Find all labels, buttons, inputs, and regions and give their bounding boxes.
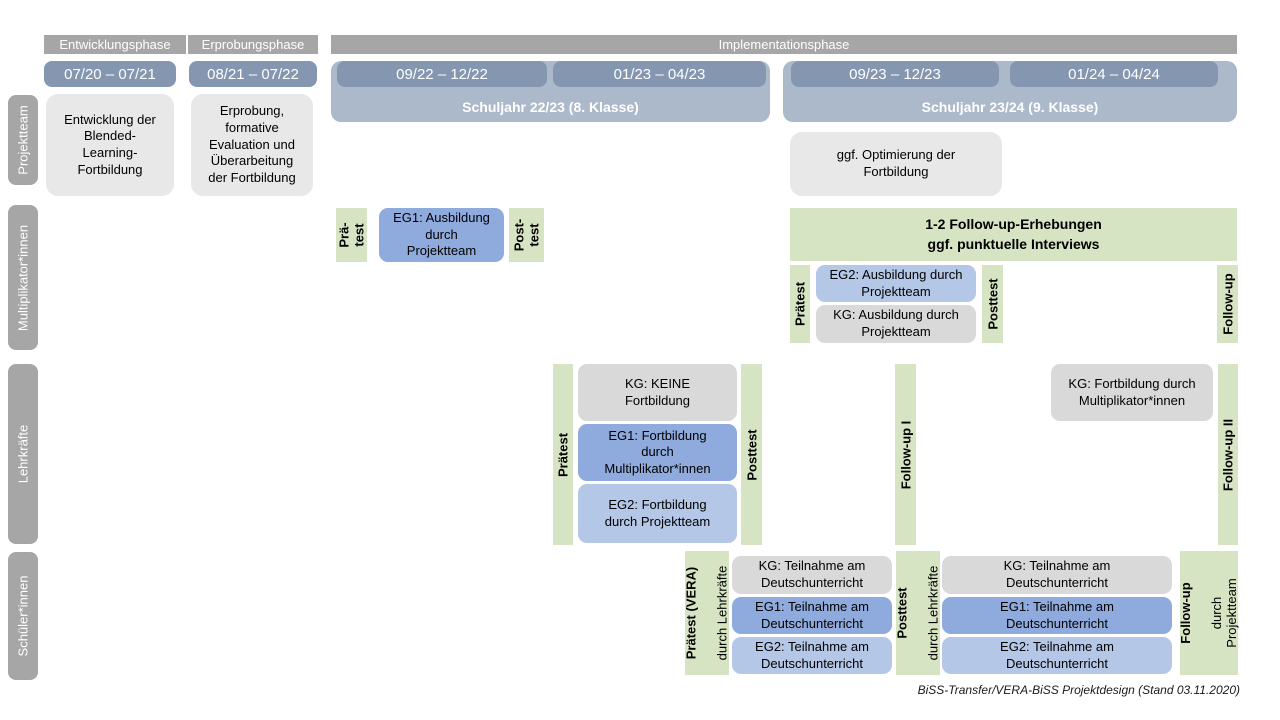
row-label-projektteam-text: Projektteam xyxy=(15,105,31,175)
date-bar-01-24: 01/24 – 04/24 xyxy=(1010,61,1218,87)
posttest-schueler-label: Posttest xyxy=(895,587,911,639)
box-kg-keine-fortbildung: KG: KEINE Fortbildung xyxy=(578,364,737,421)
phase-bar-entwicklungsphase: Entwicklungsphase xyxy=(44,35,186,54)
band-posttest-lehrkraefte-text: Posttest xyxy=(743,428,759,481)
followup-schueler-label: Follow-up xyxy=(1178,582,1194,644)
date-bar-09-22: 09/22 – 12/22 xyxy=(337,61,547,87)
row-label-schuelerinnen: Schüler*innen xyxy=(8,552,38,680)
box-eg1-teilnahme-deutschunterricht-2: EG1: Teilnahme am Deutschunterricht xyxy=(942,597,1172,634)
band-posttest-multiplikatoren-1: Post- test xyxy=(509,208,544,262)
posttest-schueler-sublabel: durch Lehrkräfte xyxy=(925,565,941,661)
band-praetest-multiplikatoren-1-text: Prä- test xyxy=(336,222,367,248)
row-label-lehrkraefte-text: Lehrkräfte xyxy=(15,424,31,484)
band-praetest-multiplikatoren-1: Prä- test xyxy=(336,208,367,262)
row-label-schuelerinnen-text: Schüler*innen xyxy=(15,575,31,657)
band-posttest-multiplikatoren-2-text: Posttest xyxy=(984,278,1000,330)
band-posttest-lehrkraefte: Posttest xyxy=(741,364,762,545)
date-bar-09-23: 09/23 – 12/23 xyxy=(791,61,999,87)
band-followup-2-lehrkraefte: Follow-up II xyxy=(1218,364,1238,545)
phase-bar-implementationsphase: Implementationsphase xyxy=(331,35,1237,54)
band-posttest-multiplikatoren-2: Posttest xyxy=(982,265,1003,343)
band-followup-1-lehrkraefte: Follow-up I xyxy=(895,364,916,545)
band-followup-schueler: Follow-up durch Projektteam xyxy=(1178,551,1239,675)
row-label-lehrkraefte: Lehrkräfte xyxy=(8,364,38,544)
box-eg2-teilnahme-deutschunterricht-1: EG2: Teilnahme am Deutschunterricht xyxy=(732,637,892,674)
followup-schueler-sublabel: durch Projektteam xyxy=(1209,578,1240,648)
date-bar-01-23: 01/23 – 04/23 xyxy=(553,61,766,87)
box-eg1-fortbildung-multiplikatoren: EG1: Fortbildung durch Multiplikator*inn… xyxy=(578,424,737,481)
row-label-projektteam: Projektteam xyxy=(8,95,38,185)
box-eg1-teilnahme-deutschunterricht-1: EG1: Teilnahme am Deutschunterricht xyxy=(732,597,892,634)
band-followup-multiplikatoren-text: Follow-up xyxy=(1219,273,1235,335)
band-followup-multiplikatoren: Follow-up xyxy=(1217,265,1238,343)
diagram-caption: BiSS-Transfer/VERA-BiSS Projektdesign (S… xyxy=(917,683,1240,697)
box-erprobung-evaluation: Erprobung, formative Evaluation und Über… xyxy=(191,94,313,196)
band-followup-erhebungen-header: 1-2 Follow-up-Erhebungen ggf. punktuelle… xyxy=(790,208,1237,261)
box-eg2-fortbildung-projektteam: EG2: Fortbildung durch Projektteam xyxy=(578,484,737,543)
date-bar-07-20: 07/20 – 07/21 xyxy=(44,61,176,87)
band-followup-1-lehrkraefte-text: Follow-up I xyxy=(897,420,913,489)
band-followup-schueler-text: Follow-up durch Projektteam xyxy=(1163,578,1255,647)
band-praetest-vera-schueler: Prätest (VERA) durch Lehrkräfte xyxy=(684,551,730,675)
band-followup-2-lehrkraefte-text: Follow-up II xyxy=(1220,418,1236,491)
band-praetest-multiplikatoren-2: Prätest xyxy=(790,265,810,343)
box-kg-fortbildung-multiplikatoren: KG: Fortbildung durch Multiplikator*inne… xyxy=(1051,364,1213,421)
band-praetest-lehrkraefte: Prätest xyxy=(553,364,573,545)
box-eg2-ausbildung-projektteam: EG2: Ausbildung durch Projektteam xyxy=(816,265,976,302)
band-praetest-lehrkraefte-text: Prätest xyxy=(555,432,571,477)
row-label-multiplikatorinnen-text: Multiplikator*innen xyxy=(15,224,31,331)
box-eg2-teilnahme-deutschunterricht-2: EG2: Teilnahme am Deutschunterricht xyxy=(942,637,1172,674)
row-label-multiplikatorinnen: Multiplikator*innen xyxy=(8,205,38,350)
praetest-vera-sublabel: durch Lehrkräfte xyxy=(714,565,730,661)
box-entwicklung-fortbildung: Entwicklung der Blended- Learning- Fortb… xyxy=(46,94,174,196)
band-posttest-schueler: Posttest durch Lehrkräfte xyxy=(895,551,941,675)
box-kg-teilnahme-deutschunterricht-1: KG: Teilnahme am Deutschunterricht xyxy=(732,556,892,594)
praetest-vera-label: Prätest (VERA) xyxy=(684,566,700,660)
box-kg-teilnahme-deutschunterricht-2: KG: Teilnahme am Deutschunterricht xyxy=(942,556,1172,594)
band-praetest-multiplikatoren-2-text: Prätest xyxy=(792,281,808,327)
box-kg-ausbildung-projektteam: KG: Ausbildung durch Projektteam xyxy=(816,305,976,343)
band-posttest-multiplikatoren-1-text: Post- test xyxy=(511,218,542,252)
phase-bar-erprobungsphase: Erprobungsphase xyxy=(188,35,318,54)
box-eg1-ausbildung-projektteam: EG1: Ausbildung durch Projektteam xyxy=(379,208,504,262)
box-optimierung-fortbildung: ggf. Optimierung der Fortbildung xyxy=(790,132,1002,196)
date-bar-08-21: 08/21 – 07/22 xyxy=(189,61,317,87)
